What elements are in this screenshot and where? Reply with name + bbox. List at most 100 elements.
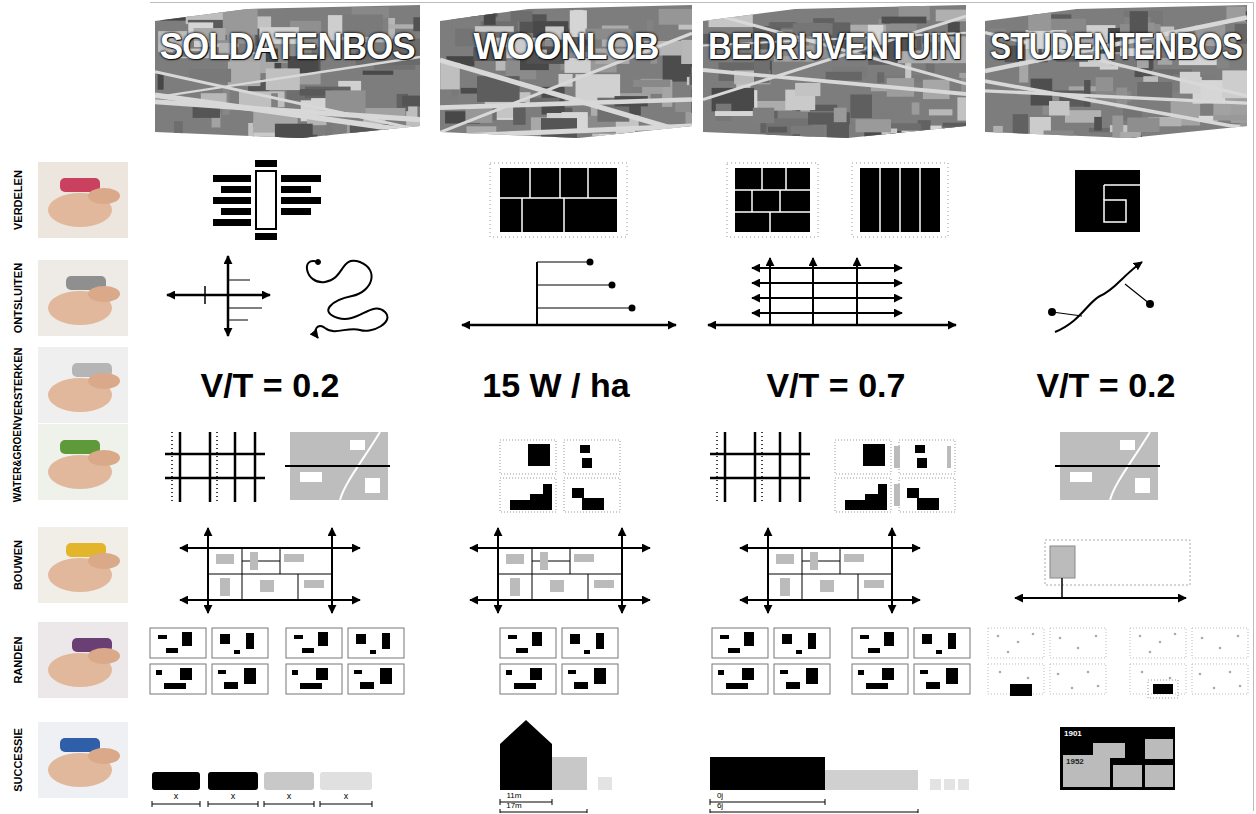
access-symbol [588, 260, 593, 265]
edge-symbol [1130, 628, 1248, 694]
distribution-symbol [500, 168, 617, 232]
row-label: RANDEN [12, 637, 24, 684]
year-block [1145, 765, 1173, 787]
ratio-value: V/T = 0.2 [1037, 367, 1176, 404]
row-label: WATER&GROEN [13, 422, 24, 501]
aerial-photo [199, 7, 208, 11]
aerial-photo [363, 71, 394, 75]
access-symbol [708, 258, 956, 325]
access-symbol [1147, 301, 1153, 307]
row-icon [88, 286, 120, 302]
building-symbol [470, 528, 650, 613]
water-green-symbol [165, 432, 265, 502]
aerial-photo [1013, 114, 1028, 140]
distribution-symbol [213, 197, 251, 204]
aerial-photo [856, 119, 892, 132]
access-symbol [316, 260, 321, 265]
distribution-symbol [500, 168, 617, 232]
aerial-photo [440, 5, 692, 140]
aerial-photo [659, 9, 692, 25]
distribution-symbol [852, 163, 948, 237]
aerial-photo [440, 126, 692, 137]
distribution-symbol [221, 186, 251, 193]
distribution-symbol [1103, 185, 1105, 200]
aerial-photo [703, 5, 966, 140]
access-symbol [1049, 309, 1055, 315]
aerial-photo [997, 138, 1025, 140]
dimension-line [320, 801, 321, 807]
aerial-photo [985, 17, 1247, 71]
aerial-photo [681, 40, 692, 64]
distribution-symbol [761, 168, 763, 190]
aerial-photo [281, 140, 317, 141]
year-number: 1901 [1064, 729, 1082, 739]
row-icon [38, 424, 128, 500]
distribution-symbol [529, 168, 531, 198]
aerial-photo [538, 138, 578, 140]
water-green-symbol [894, 446, 900, 468]
aerial-photo [681, 134, 692, 140]
dimension-line [258, 801, 259, 807]
aerial-photo [930, 126, 941, 136]
distribution-symbol [727, 163, 948, 237]
succession-symbol [500, 720, 552, 790]
distribution-symbol [213, 219, 251, 226]
header-photo-band: WOONLOB [440, 5, 692, 140]
building-symbol [1015, 597, 1186, 599]
succession-symbol [208, 772, 258, 790]
aerial-photo [703, 11, 966, 83]
header-photo-band: SOLDATENBOS [155, 5, 420, 140]
aerial-photo [1240, 123, 1247, 140]
building-symbol [180, 528, 360, 613]
ratio-value: V/T = 0.7 [767, 367, 906, 404]
dimension-line [152, 804, 200, 805]
dimension-line [320, 804, 372, 805]
aerial-photo [364, 138, 391, 140]
distribution-symbol [769, 212, 771, 232]
access-symbol [1049, 262, 1153, 332]
access-symbol [1055, 262, 1142, 332]
aerial-photo [985, 5, 1247, 140]
aerial-photo [810, 138, 843, 140]
aerial-photo [703, 5, 966, 140]
aerial-photo [707, 135, 753, 140]
distribution-symbol [255, 233, 277, 240]
row-icon [38, 347, 128, 423]
aerial-photo [1094, 117, 1102, 131]
aerial-photo [791, 138, 837, 140]
distribution-symbol [899, 168, 901, 232]
access-symbol [708, 324, 956, 327]
distribution-symbol [213, 175, 251, 182]
dimension-line [825, 799, 826, 805]
dimension-line [710, 802, 825, 803]
column-title: STUDENTENBOS [990, 27, 1242, 67]
edge-symbol [852, 628, 970, 694]
aerial-photo [1120, 132, 1141, 140]
row-icon [38, 260, 128, 336]
dimension-label: x [174, 792, 179, 802]
dimension-line [208, 801, 209, 807]
dimension-line [152, 799, 918, 813]
access-symbol [752, 282, 902, 284]
distribution-symbol [563, 198, 565, 232]
water-green-symbol [894, 484, 900, 506]
aerial-photo [768, 127, 787, 133]
distribution-symbol [490, 163, 627, 237]
distribution-symbol [735, 211, 810, 213]
succession-symbol [944, 779, 955, 790]
dimension-label: x [231, 792, 236, 802]
aerial-photo [985, 81, 1247, 129]
dimension-line [152, 801, 153, 807]
aerial-photo [369, 133, 387, 140]
aerial-photo [670, 137, 688, 140]
dimension-line [264, 804, 314, 805]
distribution-symbol [1075, 170, 1140, 232]
row-icon [38, 622, 128, 698]
header-photo-band: BEDRIJVENTUIN [703, 5, 966, 140]
distribution-symbol [559, 168, 561, 198]
aerial-photo [1084, 80, 1090, 107]
aerial-photo [643, 140, 660, 141]
distribution-symbol [779, 190, 781, 212]
distribution-symbol [1104, 200, 1126, 222]
aerial-photo [931, 134, 966, 140]
